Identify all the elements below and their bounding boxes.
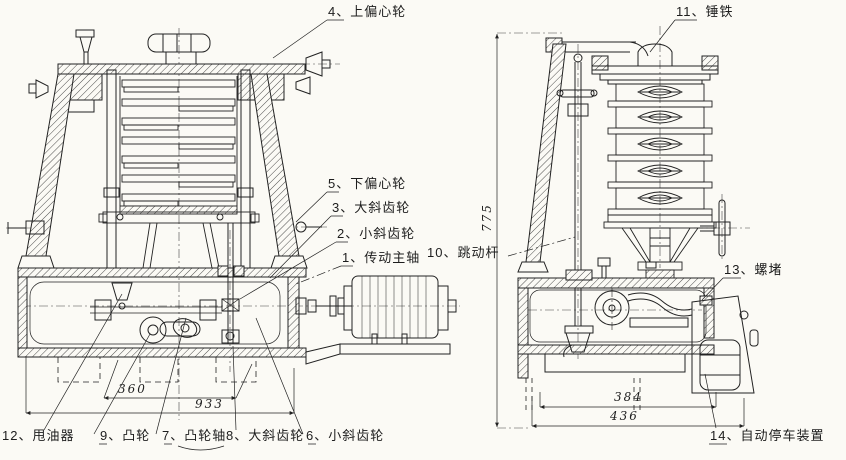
side-view-drawing [495, 19, 759, 445]
part-label-1: 1、传动主轴 [342, 250, 421, 265]
dim-384: 384 [614, 390, 643, 404]
part-label-7: 7、凸轮轴 [162, 428, 227, 443]
auto-stop-device [691, 295, 759, 394]
part-label-9: 9、凸轮 [100, 428, 151, 443]
part-label-8: 8、大斜齿轮 [226, 428, 305, 443]
part-label-10: 10、跳动杆 [427, 245, 500, 260]
part-label-11: 11、锤铁 [676, 4, 734, 19]
part-label-5: 5、下偏心轮 [328, 176, 407, 191]
part-label-2: 2、小斜齿轮 [337, 226, 416, 241]
front-foundation-feet [57, 357, 257, 383]
part-label-14: 14、自动停车装置 [710, 428, 825, 443]
front-top-assembly [28, 29, 331, 113]
sieve-clamp-eyes [637, 85, 683, 205]
part-label-12: 12、甩油器 [2, 428, 75, 443]
side-sieve-stack [603, 83, 717, 279]
part-label-6: 6、小斜齿轮 [306, 428, 385, 443]
clamp-screw-handle [700, 199, 731, 257]
motor [305, 275, 457, 365]
part-label-13: 13、螺堵 [724, 262, 783, 277]
side-base-housing [517, 257, 715, 414]
dim-436: 436 [610, 409, 639, 423]
part-label-4: 4、上偏心轮 [328, 4, 407, 19]
dim-360: 360 [118, 382, 147, 396]
dim-933: 933 [195, 397, 224, 411]
jump-rod [556, 53, 598, 310]
front-leader-lines [43, 19, 353, 451]
side-leader-lines [507, 19, 741, 445]
side-dimension-lines [531, 392, 745, 428]
part-label-3: 3、大斜齿轮 [332, 200, 411, 215]
front-sieve-stack [98, 76, 260, 269]
front-view-drawing [6, 19, 460, 451]
front-legs [7, 73, 322, 269]
front-base-housing [17, 223, 352, 358]
hammer-cap [591, 43, 719, 85]
front-dimension-lines [25, 356, 295, 415]
side-top-arm-and-leg [517, 37, 649, 273]
dim-775: 775 [480, 203, 494, 232]
front-columns [103, 69, 254, 271]
